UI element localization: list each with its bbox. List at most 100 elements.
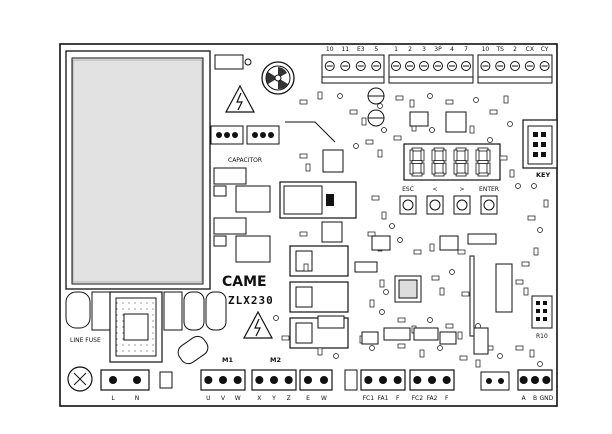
smd-resistor — [299, 231, 308, 237]
display-segment — [477, 172, 489, 177]
terminal-label: TS — [495, 46, 504, 53]
smd-resistor — [397, 343, 406, 349]
connector — [439, 331, 457, 345]
terminal-label: E — [306, 395, 310, 402]
connector-pin — [543, 317, 547, 321]
connector — [473, 327, 489, 355]
smd-diode — [427, 317, 433, 323]
terminal-label: V — [221, 395, 226, 402]
terminal-label: Z — [287, 395, 291, 402]
push-button-cap — [402, 199, 414, 211]
smd-resistor — [457, 249, 466, 255]
terminal-label: W — [235, 395, 241, 402]
terminal-block — [299, 369, 333, 391]
connector-pin — [533, 132, 538, 137]
display-segment — [477, 147, 489, 152]
display-segment — [475, 149, 480, 162]
smd-diode — [389, 223, 395, 229]
smd-capacitor — [523, 287, 529, 296]
smd-resistor — [281, 335, 290, 341]
transformer-housing — [65, 50, 211, 290]
terminal-screw — [364, 376, 373, 384]
smd-diode — [497, 353, 503, 359]
r10-connector: R10 — [531, 295, 553, 340]
smd-resistor — [397, 317, 406, 323]
smd-capacitor — [361, 117, 367, 126]
smd-diode — [273, 315, 279, 321]
smd-capacitor — [305, 163, 311, 172]
smd-resistor — [367, 231, 376, 237]
display-segment — [486, 162, 491, 175]
connector-pin — [533, 142, 538, 147]
terminal-label: E3 — [357, 46, 365, 53]
ic-chip — [383, 327, 411, 341]
display-segment — [431, 162, 436, 175]
terminal-label: 10 — [482, 46, 490, 53]
relay-stack — [289, 245, 349, 349]
terminal-screw — [204, 376, 213, 384]
smd-capacitor — [369, 299, 375, 308]
terminal-label: B — [533, 395, 537, 402]
display-segment — [464, 149, 469, 162]
smd-resistor — [413, 249, 422, 255]
display-segment — [464, 162, 469, 175]
smd-diode — [381, 127, 387, 133]
bottom-terminal-blocks — [100, 369, 553, 391]
display-segment — [477, 160, 489, 164]
smd-resistor — [299, 153, 308, 159]
led — [159, 371, 173, 389]
display-segment — [411, 147, 423, 152]
model-label: ZLX230 — [228, 294, 274, 307]
terminal-label: F — [396, 395, 400, 402]
terminal-screw — [498, 378, 504, 384]
motor-label-m1: M1 — [222, 356, 233, 364]
smd-diode — [507, 121, 513, 127]
smd-diode — [531, 183, 537, 189]
smd-diode — [537, 227, 543, 233]
connector-pin — [541, 152, 546, 157]
smd-resistor — [431, 275, 440, 281]
smd-capacitor — [529, 349, 535, 358]
connector — [371, 235, 391, 251]
smd-diode — [427, 93, 433, 99]
smd-resistor — [515, 345, 524, 351]
smd-capacitor — [533, 247, 539, 256]
relay-group — [213, 167, 271, 263]
push-button-cap — [483, 199, 495, 211]
smd-capacitor — [457, 331, 463, 340]
transformer — [65, 291, 227, 363]
button-label: ENTER — [479, 186, 499, 193]
top-terminal-block-2 — [388, 54, 474, 84]
resistor — [317, 315, 345, 329]
connector-pin — [541, 132, 546, 137]
display-segment — [409, 149, 414, 162]
connector-pin — [543, 309, 547, 313]
vertical-connector — [469, 255, 475, 337]
smd-capacitor — [475, 359, 481, 368]
display-segment — [455, 160, 467, 164]
capacitor-label: CAPACITOR — [228, 157, 262, 164]
vertical-connector — [495, 263, 513, 313]
display-segment — [433, 147, 445, 152]
terminal-label: 1 — [394, 46, 398, 53]
smd-resistor — [499, 155, 508, 161]
terminal-screw — [270, 376, 278, 384]
display-segment — [475, 162, 480, 175]
smd-capacitor — [509, 169, 515, 178]
terminal-label: FA1 — [378, 395, 389, 402]
smd-diode — [353, 143, 359, 149]
smd-resistor — [489, 109, 498, 115]
smd-diode — [449, 269, 455, 275]
smd-capacitor — [429, 243, 435, 252]
terminal-label: W — [321, 395, 327, 402]
smd-diode — [379, 309, 385, 315]
button-label: < — [432, 186, 437, 193]
brand-logo: CAME — [222, 274, 267, 290]
push-button-cap — [429, 199, 441, 211]
smd-capacitor — [419, 349, 425, 358]
fuse-icon — [177, 335, 209, 365]
smd-diode — [383, 289, 389, 295]
smd-capacitor — [503, 95, 509, 104]
smd-resistor — [365, 139, 374, 145]
